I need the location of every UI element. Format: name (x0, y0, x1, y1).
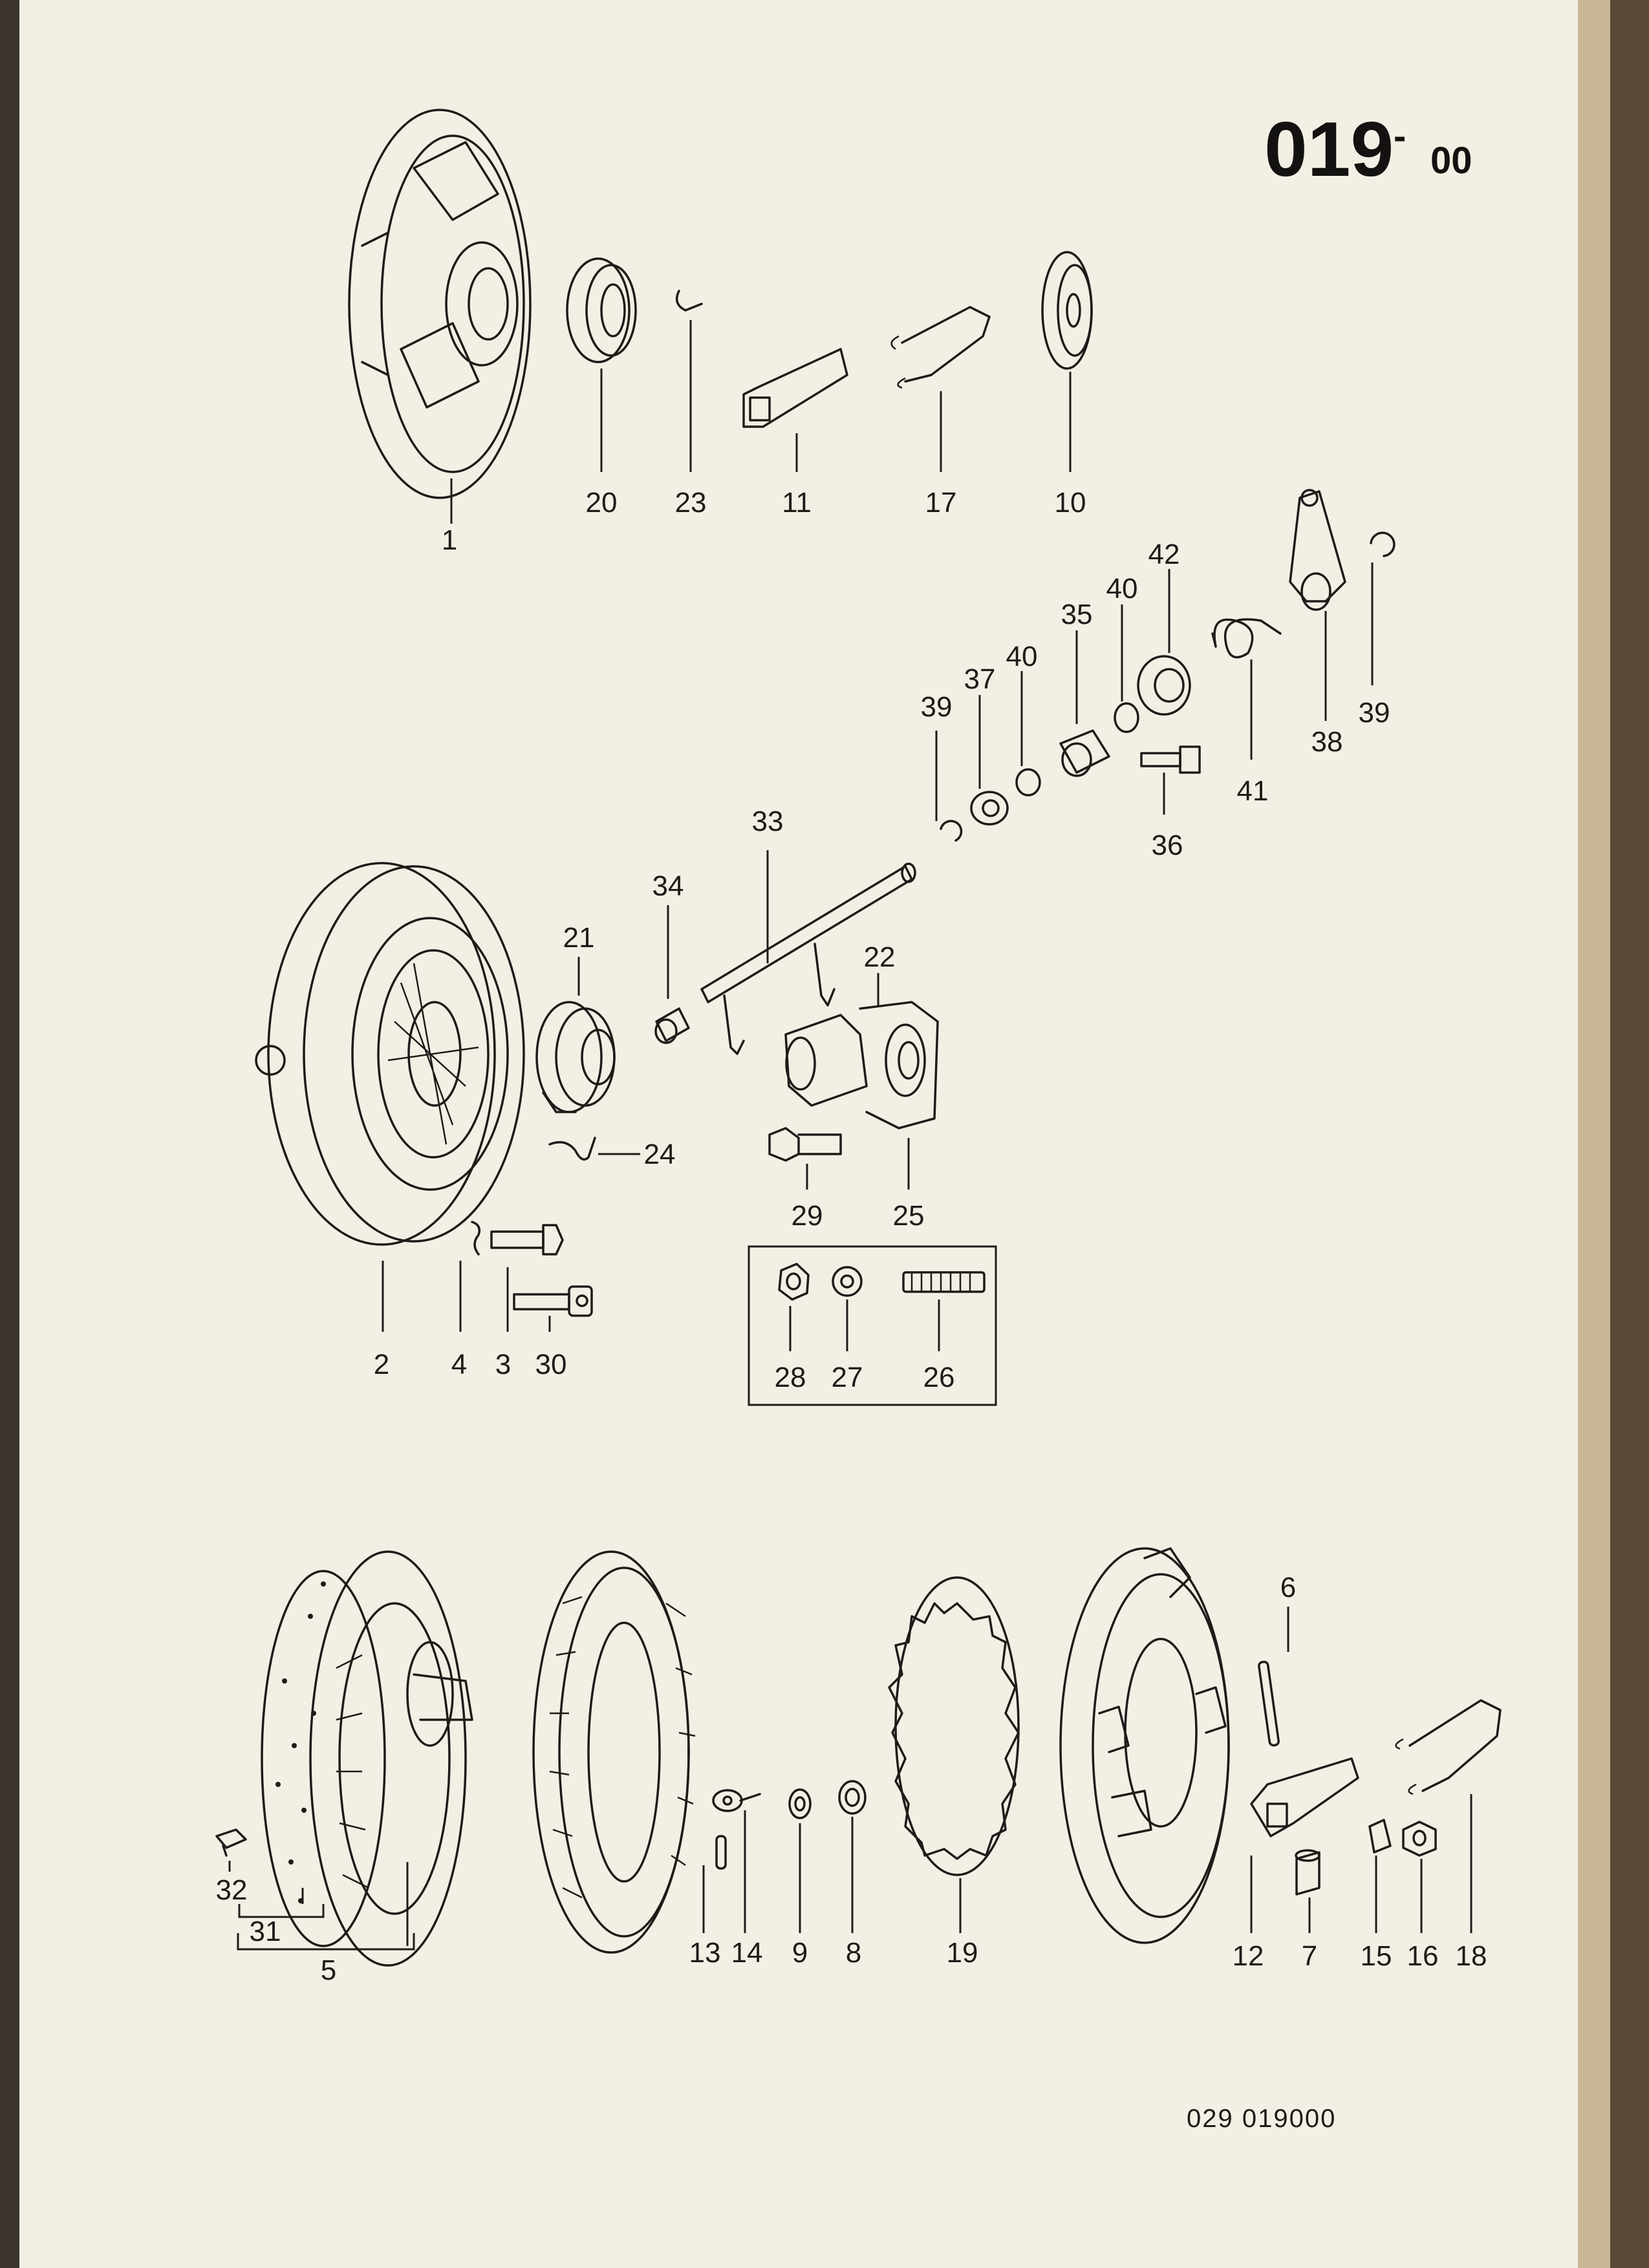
bracket-5 (237, 1933, 415, 1951)
callout-26: 26 (923, 1362, 955, 1393)
part-32-rivet-icon (215, 1828, 247, 1857)
part-8-washer-icon (838, 1780, 867, 1815)
callout-33: 33 (752, 806, 784, 837)
callout-3: 3 (495, 1349, 511, 1380)
part-38-operating-lever-icon (1289, 489, 1346, 611)
part-23-clip-icon (675, 290, 703, 312)
part-9-washer-icon (788, 1788, 812, 1819)
callout-20: 20 (586, 487, 618, 519)
part-39-circlip-icon (1370, 531, 1396, 557)
callout-1: 1 (442, 524, 457, 556)
part-36-bolt-icon (1140, 745, 1201, 774)
part-17-spring-clip-icon (890, 306, 991, 389)
part-41-return-spring-icon (1211, 618, 1282, 659)
part-5-clutch-disc-icon (261, 1550, 473, 1967)
part-40-bushing-lower-icon (1015, 768, 1041, 797)
callout-27: 27 (832, 1362, 863, 1393)
part-3-bolt-icon (490, 1224, 564, 1256)
callout-39b: 39 (1359, 697, 1390, 729)
callout-6: 6 (1280, 1572, 1296, 1603)
part-34-bushing-icon (654, 1007, 690, 1044)
part-16-nut-icon (1402, 1821, 1437, 1857)
svg-text:00: 00 (1430, 140, 1472, 182)
parts-kit-box (748, 1245, 997, 1406)
part-18-spring-clip-icon (1395, 1699, 1502, 1795)
callout-5: 5 (321, 1954, 336, 1986)
part-37-washer-icon (970, 791, 1009, 826)
clutch-cover-bottom-icon (1059, 1547, 1230, 1944)
callout-12: 12 (1233, 1940, 1264, 1972)
svg-text:-: - (1394, 115, 1406, 157)
part-29-bolt-icon (768, 1127, 842, 1162)
diaphragm-spring-ring-icon (532, 1550, 696, 1954)
part-30-socket-bolt-icon (513, 1285, 593, 1317)
part-14-eye-bolt-icon (712, 1789, 761, 1812)
part-6-pin-icon (1258, 1660, 1280, 1747)
part-26-stud-icon (902, 1271, 986, 1293)
part-1-clutch-cover-icon (348, 109, 532, 499)
part-39-circlip-left-icon (940, 820, 963, 842)
callout-9: 9 (792, 1937, 808, 1969)
part-20-release-bearing-icon (566, 257, 637, 363)
part-27-tooth-washer-icon (832, 1266, 863, 1297)
callout-8: 8 (846, 1937, 861, 1969)
callout-19: 19 (947, 1937, 978, 1969)
callout-32: 32 (216, 1874, 248, 1906)
part-28-nut-icon (778, 1263, 810, 1301)
part-22-guide-sleeve-icon (784, 1001, 939, 1129)
callout-7: 7 (1302, 1940, 1317, 1972)
callout-28: 28 (775, 1362, 806, 1393)
page-code: 019 - 00 (1264, 106, 1472, 193)
callout-35: 35 (1061, 599, 1093, 630)
bracket-31 (238, 1904, 325, 1918)
callout-41: 41 (1237, 775, 1269, 807)
part-11-release-lever-icon (742, 348, 848, 428)
part-12-release-lever-icon (1250, 1757, 1359, 1837)
part-13-pin-icon (715, 1835, 727, 1870)
callout-23: 23 (675, 487, 707, 519)
callout-17: 17 (925, 487, 957, 519)
footer-reference: 029 019000 (1187, 2104, 1336, 2133)
part-42-seal-ring-icon (1137, 655, 1191, 716)
callout-22: 22 (864, 941, 896, 973)
callout-36: 36 (1152, 829, 1183, 861)
callout-29: 29 (792, 1200, 823, 1232)
callout-30: 30 (535, 1349, 567, 1380)
callout-4: 4 (451, 1349, 467, 1380)
callout-37: 37 (964, 663, 996, 695)
callout-42: 42 (1148, 539, 1180, 570)
part-35-bushing-icon (1059, 729, 1110, 777)
callout-39a: 39 (921, 691, 953, 723)
callout-11: 11 (782, 487, 812, 519)
part-21-release-bearing-icon (535, 1001, 616, 1113)
binding-shadow (0, 0, 19, 2268)
callout-38: 38 (1311, 726, 1343, 758)
part-33-release-shaft-icon (700, 862, 916, 1055)
callout-21: 21 (563, 922, 595, 954)
callout-16: 16 (1407, 1940, 1439, 1972)
callout-25: 25 (893, 1200, 925, 1232)
part-2-pressure-plate-icon (255, 862, 525, 1246)
callout-15: 15 (1361, 1940, 1392, 1972)
callout-24: 24 (644, 1139, 676, 1170)
part-10-bearing-sleeve-icon (1041, 251, 1093, 370)
part-4-lock-washer-icon (471, 1221, 480, 1256)
part-7-roller-icon (1295, 1849, 1320, 1896)
callout-18: 18 (1456, 1940, 1487, 1972)
callout-40b: 40 (1006, 641, 1038, 672)
callout-40a: 40 (1106, 573, 1138, 604)
callout-14: 14 (731, 1937, 763, 1969)
callout-10: 10 (1055, 487, 1086, 519)
part-40-bushing-icon (1114, 702, 1139, 733)
svg-text:019: 019 (1264, 106, 1394, 193)
callout-31: 31 (250, 1916, 281, 1947)
callout-2: 2 (374, 1349, 389, 1380)
page-edge-dark (1610, 0, 1649, 2268)
part-24-spring-clip-icon (548, 1137, 596, 1161)
part-15-plate-icon (1368, 1819, 1392, 1854)
callout-13: 13 (689, 1937, 721, 1969)
part-19-splined-disc-icon (888, 1576, 1020, 1876)
callout-34: 34 (652, 870, 684, 902)
